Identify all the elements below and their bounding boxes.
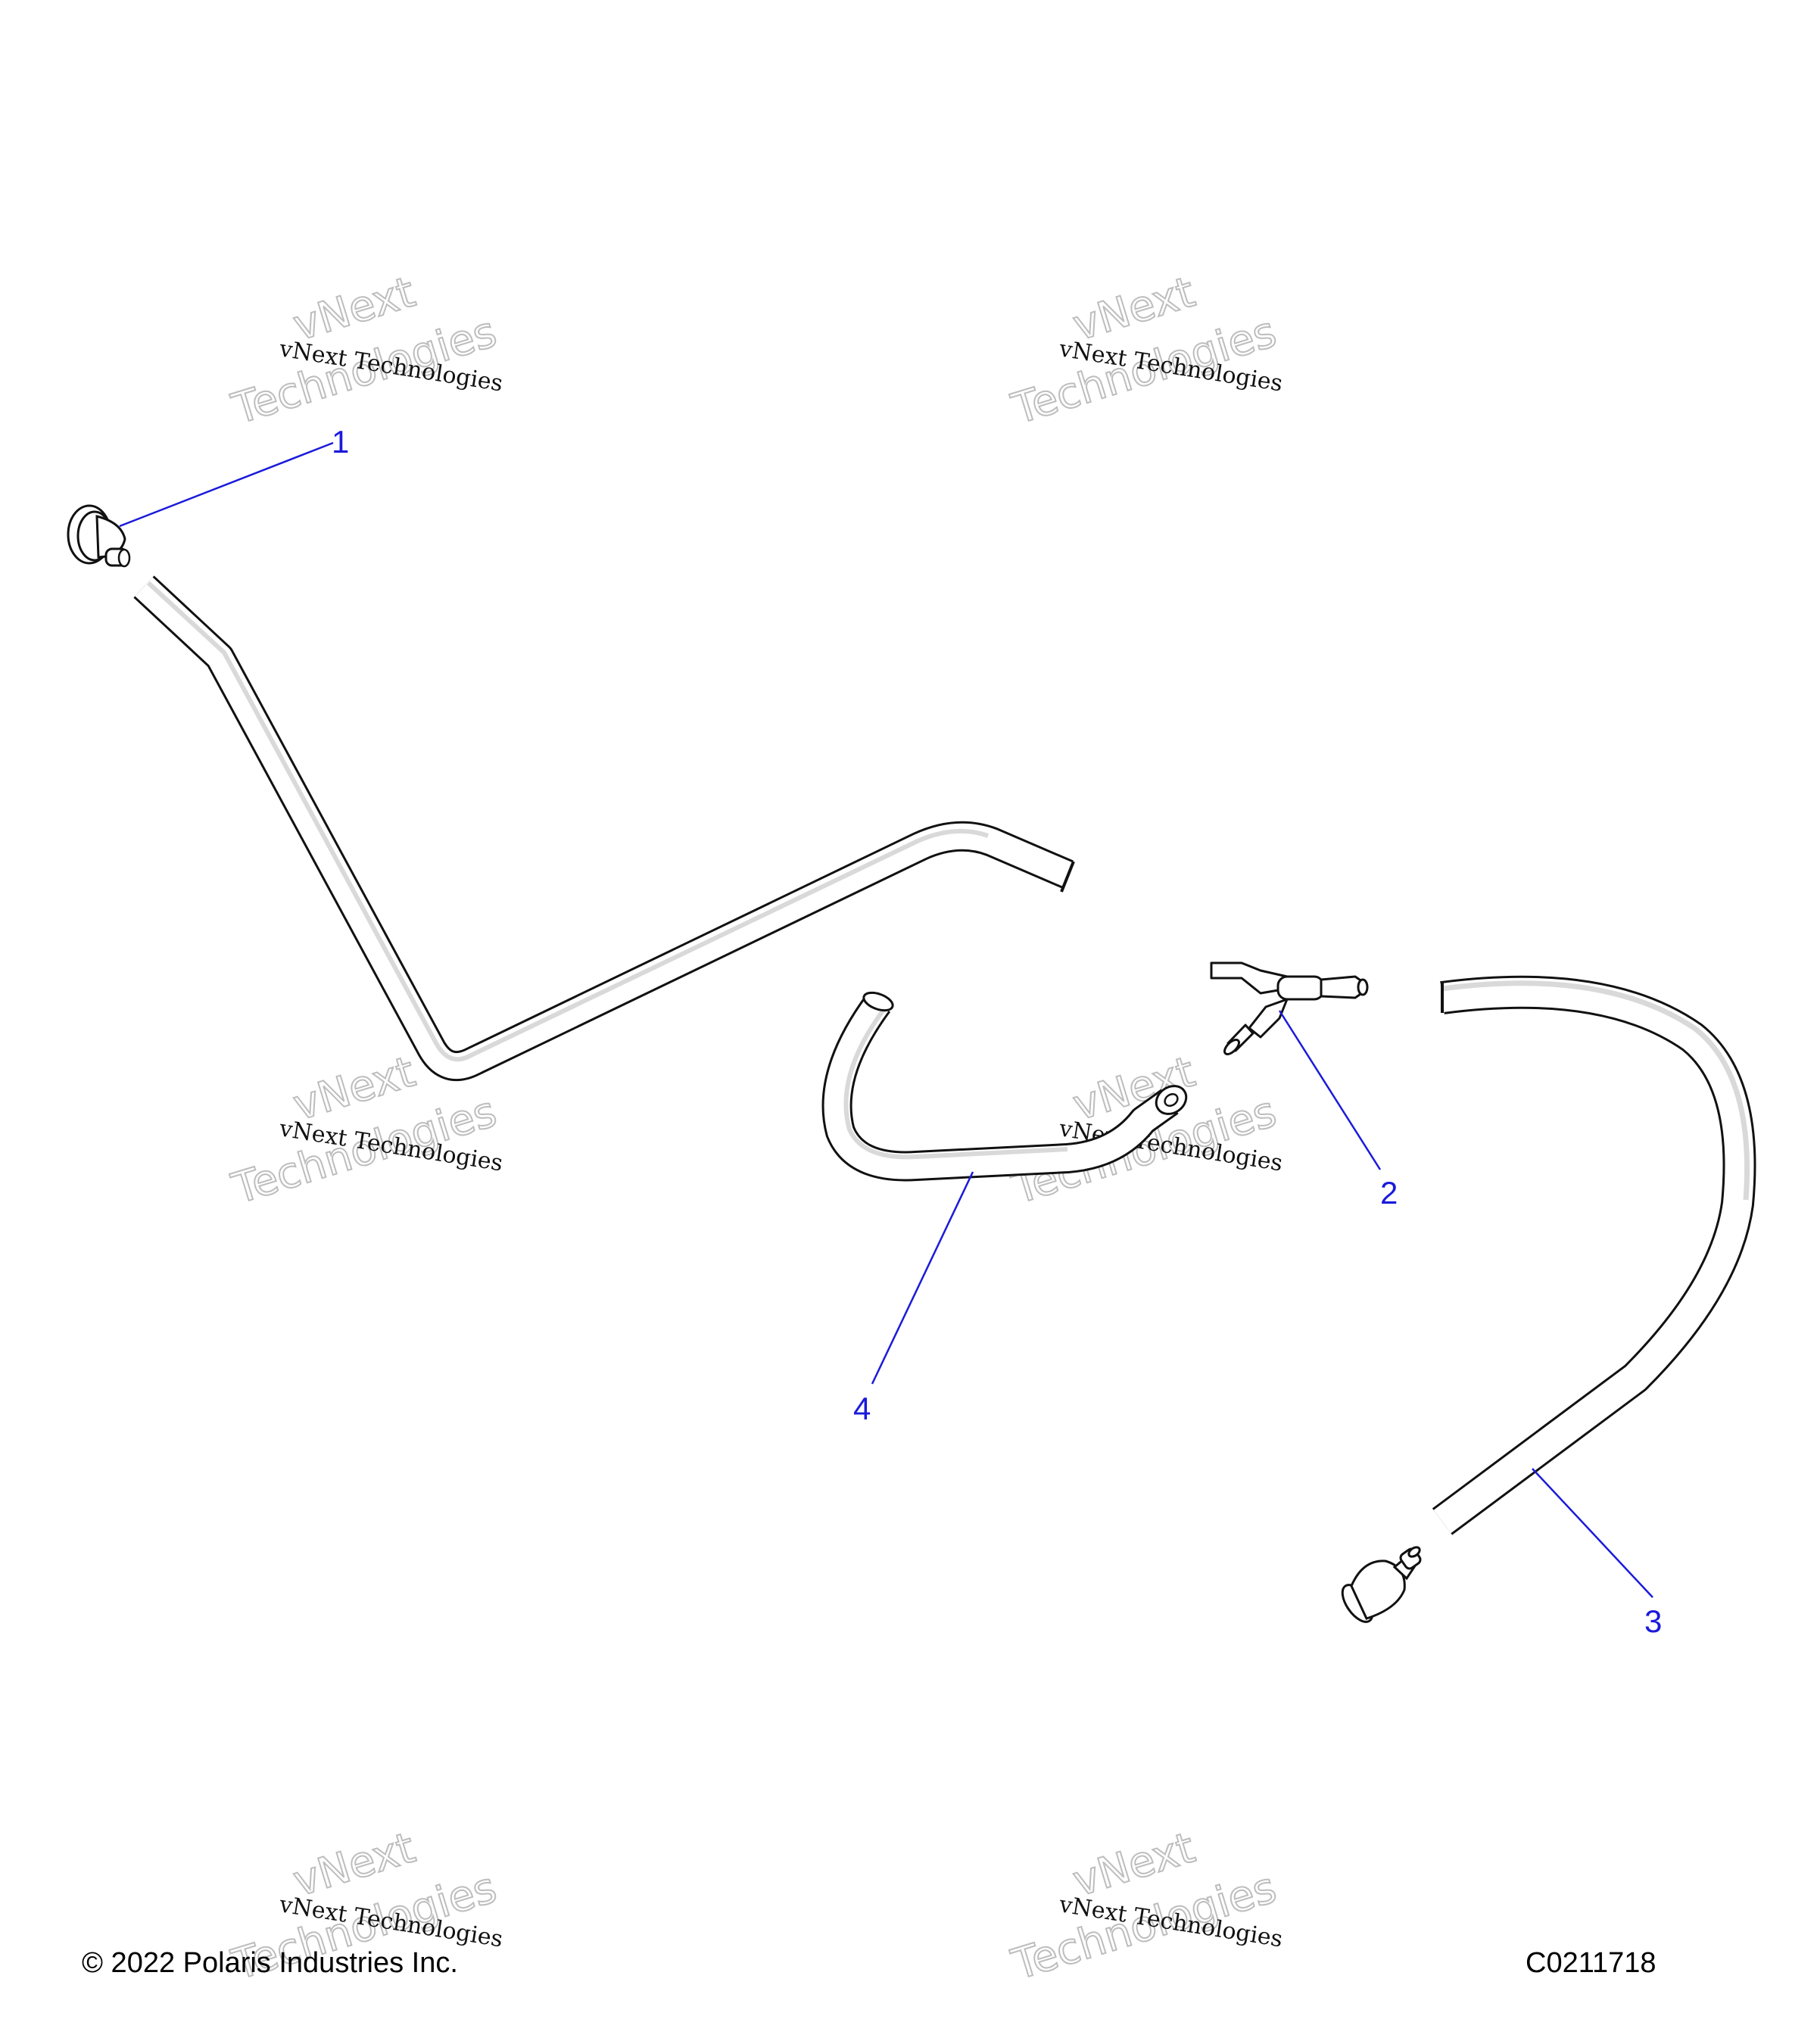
- leader-line-4: [871, 1171, 974, 1385]
- copyright-text: © 2022 Polaris Industries Inc.: [82, 1947, 458, 1979]
- short-vent-hose: [821, 991, 1188, 1182]
- leader-line-2: [1278, 1010, 1382, 1170]
- figure-code: C0211718: [1526, 1947, 1656, 1979]
- leader-line-1: [119, 441, 334, 528]
- watermark-top-left: vNext Technologies vNext Technologies: [226, 266, 504, 435]
- check-valve-fitting-bottom: [1341, 1546, 1422, 1623]
- tee-fitting: [1210, 961, 1369, 1055]
- callout-labels: 1 2 3 4: [332, 424, 1662, 1639]
- callout-1: 1: [332, 424, 349, 460]
- long-vent-hose: [133, 575, 1075, 1082]
- callout-3: 3: [1644, 1603, 1662, 1639]
- watermark-top-right: vNext Technologies vNext Technologies: [1005, 266, 1284, 435]
- leader-line-3: [1532, 1468, 1653, 1598]
- callout-4: 4: [853, 1391, 871, 1426]
- callout-2: 2: [1380, 1175, 1398, 1211]
- watermark-bottom-right: vNext Technologies vNext Technologies: [1005, 1822, 1284, 1990]
- leader-lines: [119, 441, 1653, 1598]
- curved-vent-hose: [1432, 975, 1756, 1535]
- check-valve-fitting-top: [67, 504, 131, 568]
